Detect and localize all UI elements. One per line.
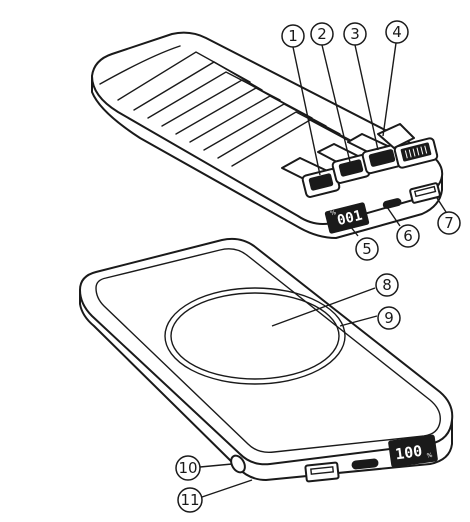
svg-text:7: 7 xyxy=(444,214,454,232)
top-display-value: 001 xyxy=(336,208,364,230)
svg-text:10: 10 xyxy=(178,459,197,477)
top-bank-ribs xyxy=(99,45,367,167)
bottom-bank-type-c-port xyxy=(351,458,379,470)
svg-text:9: 9 xyxy=(384,309,394,327)
power-bank-bottom-view: 100 % xyxy=(79,237,454,483)
top-display-unit: % xyxy=(330,209,338,217)
callout-5: 5 xyxy=(355,237,379,261)
svg-text:5: 5 xyxy=(362,240,372,258)
callout-6: 6 xyxy=(396,224,420,248)
callout-7: 7 xyxy=(437,211,461,235)
callout-markers: 1 2 3 4 5 6 7 8 xyxy=(175,20,461,513)
svg-text:8: 8 xyxy=(382,276,392,294)
bottom-bank-led-display: 100 % xyxy=(388,434,438,468)
callout-2: 2 xyxy=(310,22,334,46)
svg-text:2: 2 xyxy=(317,25,327,43)
cable-connector-3 xyxy=(347,133,403,175)
callout-lines xyxy=(199,42,447,498)
bottom-bank-inner-panel xyxy=(95,248,441,454)
top-bank-type-c-port xyxy=(382,198,402,209)
callout-1: 1 xyxy=(281,24,305,48)
callout-3: 3 xyxy=(343,22,367,46)
callout-9: 9 xyxy=(377,306,401,330)
callout-10: 10 xyxy=(175,455,201,481)
top-bank-usb-a-port xyxy=(409,182,441,204)
wireless-charging-pad xyxy=(164,287,346,385)
power-button xyxy=(230,454,246,474)
callout-4: 4 xyxy=(385,20,409,44)
cable-connector-4 xyxy=(377,123,439,169)
svg-text:11: 11 xyxy=(180,491,199,509)
top-bank-led-display: % 001 xyxy=(324,202,370,234)
callout-8: 8 xyxy=(375,273,399,297)
power-bank-top-view: % 001 xyxy=(91,31,444,239)
svg-text:4: 4 xyxy=(392,23,402,41)
callout-11: 11 xyxy=(177,487,203,513)
bottom-display-value: 100 xyxy=(394,442,423,464)
bottom-bank-usb-a-port xyxy=(304,461,340,483)
bottom-bank-top-face xyxy=(79,237,454,466)
svg-text:3: 3 xyxy=(350,25,360,43)
svg-text:1: 1 xyxy=(288,27,298,45)
bottom-display-unit: % xyxy=(426,452,433,460)
svg-text:6: 6 xyxy=(403,227,413,245)
